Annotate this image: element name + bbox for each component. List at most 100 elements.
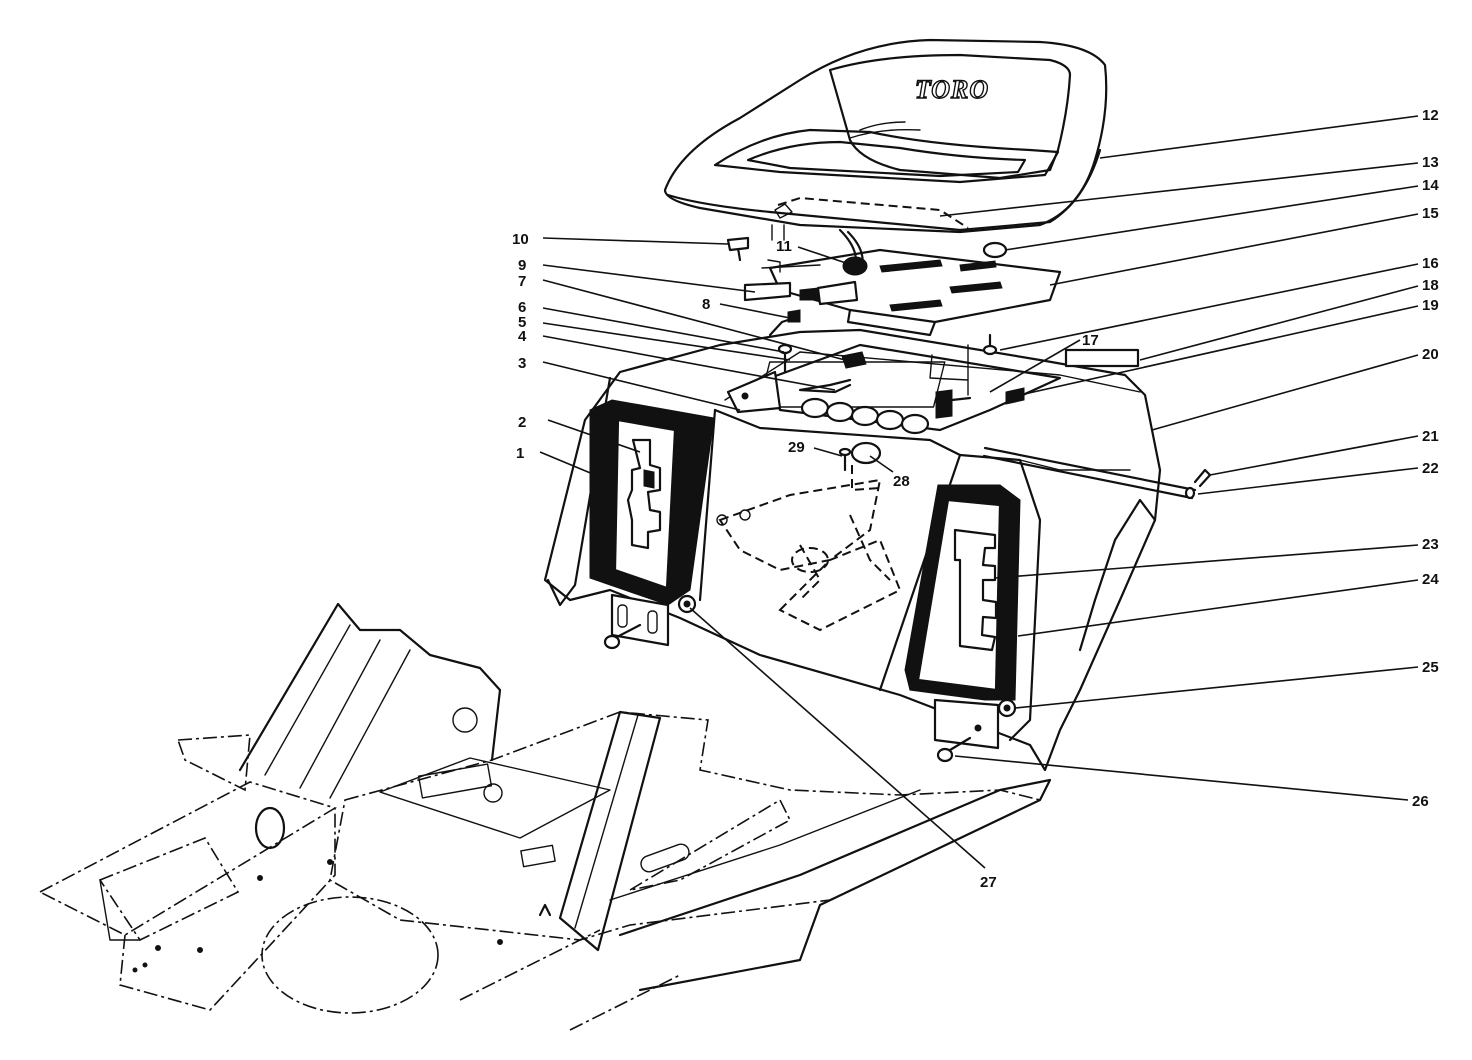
leader-18 xyxy=(1139,285,1419,361)
left-mount-slot-b xyxy=(647,610,658,634)
rear-body-fender xyxy=(543,328,1212,772)
frame-right-rail xyxy=(618,778,1052,992)
switch-17-plug xyxy=(1005,387,1025,405)
left-bolt xyxy=(613,623,642,640)
left-bolt-head xyxy=(603,634,621,650)
knob-28-stem xyxy=(851,465,881,492)
floor-hole-1 xyxy=(483,783,503,803)
bolt-26 xyxy=(948,736,972,752)
leader-5 xyxy=(542,322,791,361)
callout-3: 3 xyxy=(518,355,526,372)
inner-support-hidden xyxy=(718,478,902,632)
callout-labels: 1 2 3 4 5 6 7 8 9 10 11 12 13 14 15 16 1… xyxy=(512,107,1439,891)
callout-5: 5 xyxy=(518,314,526,331)
leader-6 xyxy=(542,307,785,353)
frame-rivet xyxy=(142,962,148,968)
callout-28: 28 xyxy=(893,473,910,490)
seat-pan-slot-2 xyxy=(949,281,1003,294)
bracket-hole xyxy=(741,392,749,400)
callout-14: 14 xyxy=(1422,177,1439,194)
seat-switch-wire xyxy=(838,228,864,270)
leader-16 xyxy=(999,263,1419,351)
seat-12: TORO xyxy=(663,38,1108,241)
frame-rivet xyxy=(197,947,203,953)
callout-13: 13 xyxy=(1422,154,1439,171)
leader-15 xyxy=(1049,213,1419,286)
callout-29: 29 xyxy=(788,439,805,456)
leader-8 xyxy=(719,303,791,319)
callout-21: 21 xyxy=(1422,428,1439,445)
switch-bracket-9 xyxy=(743,281,792,302)
leader-28 xyxy=(869,455,894,473)
callout-27: 27 xyxy=(980,874,997,891)
leader-13 xyxy=(939,162,1419,217)
callout-8: 8 xyxy=(702,296,710,313)
leader-19 xyxy=(1019,305,1419,396)
frame-floor-pan xyxy=(38,602,1052,1031)
leader-4 xyxy=(542,335,836,391)
rod-22-lower xyxy=(982,454,1194,500)
leader-10 xyxy=(542,237,729,245)
seat-pan-slot-3 xyxy=(889,299,943,312)
frame-left-stub xyxy=(176,734,251,792)
fender-right-skirt xyxy=(1019,459,1131,471)
frame-right-rail-inner xyxy=(609,789,921,901)
bolt-26-head xyxy=(936,747,954,763)
callout-4: 4 xyxy=(518,328,527,345)
left-mount-slot-a xyxy=(617,604,628,628)
console-left-edge xyxy=(698,408,717,602)
seat-brand: TORO xyxy=(915,75,989,104)
callout-11: 11 xyxy=(776,238,792,255)
right-footrest xyxy=(629,798,792,891)
callout-18: 18 xyxy=(1422,277,1439,294)
right-mount-hole xyxy=(974,724,982,732)
hidden-wire xyxy=(929,344,969,396)
callout-20: 20 xyxy=(1422,346,1439,363)
leader-3 xyxy=(542,361,741,411)
left-shift-pattern xyxy=(626,438,662,550)
callout-10: 10 xyxy=(512,231,529,248)
rod-22-end xyxy=(1184,486,1196,500)
left-fender-upright xyxy=(238,602,502,772)
switch-bracket-9c xyxy=(799,287,819,301)
leader-20 xyxy=(1151,354,1419,431)
callout-25: 25 xyxy=(1422,659,1439,676)
callout-7: 7 xyxy=(518,273,526,290)
leader-1 xyxy=(539,451,613,483)
seat-stitch xyxy=(849,121,921,139)
floor-slot-1 xyxy=(417,763,493,799)
leader-12 xyxy=(1099,115,1419,159)
callout-23: 23 xyxy=(1422,536,1439,553)
seat-mount-hidden xyxy=(761,259,821,273)
floor-opening xyxy=(261,896,439,1014)
inner-support-hidden-2 xyxy=(799,514,891,601)
callout-2: 2 xyxy=(518,414,526,431)
callout-24: 24 xyxy=(1422,571,1439,588)
frame-front-slope xyxy=(459,929,681,1031)
seat-cushion-inner xyxy=(746,140,1027,178)
decal-18 xyxy=(1064,348,1140,368)
callout-15: 15 xyxy=(1422,205,1439,222)
frame-rivet xyxy=(497,939,503,945)
leader-17 xyxy=(989,339,1081,393)
seat-rim xyxy=(666,148,1102,232)
hidden-hole xyxy=(739,509,751,521)
center-tunnel xyxy=(558,710,662,952)
frame-tab xyxy=(538,903,552,917)
footrest-slot xyxy=(640,843,690,873)
leader-25 xyxy=(1014,666,1419,709)
leader-7 xyxy=(542,279,846,361)
leader-23 xyxy=(994,544,1419,579)
console-well xyxy=(768,343,1062,432)
seat-pan-15 xyxy=(726,228,1062,337)
leader-22 xyxy=(1197,467,1419,495)
left-fender-upright-inner xyxy=(264,624,411,799)
bolt-16-head xyxy=(982,344,998,356)
floor-hole-2 xyxy=(452,707,478,733)
frame-tube-end xyxy=(254,806,286,850)
callout-16: 16 xyxy=(1422,255,1439,272)
leader-2 xyxy=(547,419,641,453)
seat-cushion xyxy=(713,128,1060,184)
seat-pan-slot-4 xyxy=(959,260,997,272)
